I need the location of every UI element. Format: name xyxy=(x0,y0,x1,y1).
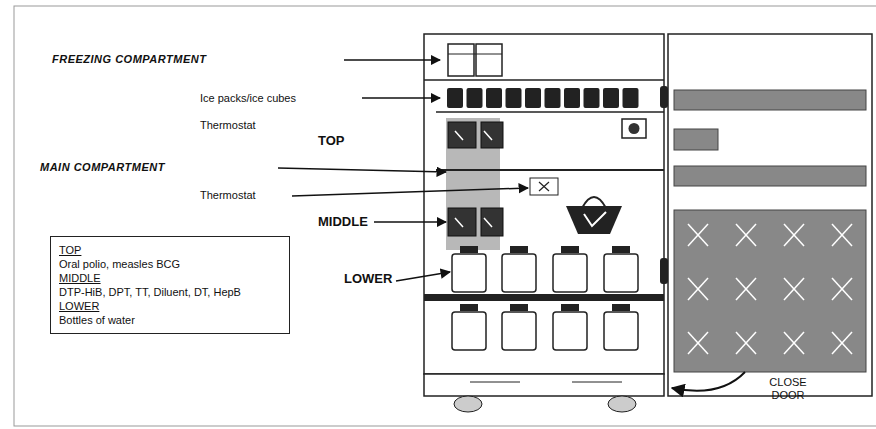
fridge-body xyxy=(424,34,664,374)
water-bottle xyxy=(553,304,587,350)
water-bottle xyxy=(502,304,536,350)
handle xyxy=(660,86,668,108)
legend-heading: TOP xyxy=(59,243,281,257)
shelf-label: TOP xyxy=(318,134,345,147)
door-shelf xyxy=(674,129,718,150)
ice-tray xyxy=(476,44,502,76)
ice-pack xyxy=(525,88,541,108)
door-shelf xyxy=(674,166,866,186)
close-arrow xyxy=(672,372,745,391)
legend-text: Oral polio, measles BCG xyxy=(59,257,281,271)
door-panel xyxy=(674,210,866,372)
ice-pack xyxy=(584,88,600,108)
compartment-label: MAIN COMPARTMENT xyxy=(40,161,165,174)
wheel xyxy=(454,396,482,412)
legend-heading: LOWER xyxy=(59,299,281,313)
door-shelf xyxy=(674,90,866,110)
water-bottle xyxy=(604,246,638,292)
legend-text: DTP-HiB, DPT, TT, Diluent, DT, HepB xyxy=(59,285,281,299)
handle xyxy=(660,258,668,284)
legend-box: TOPOral polio, measles BCGMIDDLEDTP-HiB,… xyxy=(50,236,290,334)
shelf-label: LOWER xyxy=(344,272,392,285)
legend-heading: MIDDLE xyxy=(59,271,281,285)
ice-pack xyxy=(467,88,483,108)
ice-pack xyxy=(506,88,522,108)
legend-text: Bottles of water xyxy=(59,313,281,327)
ice-pack xyxy=(486,88,502,108)
fridge-base xyxy=(424,374,664,396)
wheel xyxy=(608,396,636,412)
ice-tray xyxy=(448,44,474,76)
ice-pack xyxy=(447,88,463,108)
action-label: CLOSE DOOR xyxy=(760,376,816,402)
water-bottle xyxy=(604,304,638,350)
ice-pack xyxy=(603,88,619,108)
water-bottle xyxy=(452,304,486,350)
part-label: Thermostat xyxy=(200,189,256,202)
water-bottle xyxy=(553,246,587,292)
door xyxy=(668,34,872,396)
thermometer-icon xyxy=(622,119,646,138)
water-bottle xyxy=(452,246,486,292)
part-label: Ice packs/ice cubes xyxy=(200,92,296,105)
ice-pack xyxy=(564,88,580,108)
shelf-label: MIDDLE xyxy=(318,215,368,228)
part-label: Thermostat xyxy=(200,119,256,132)
ice-pack xyxy=(623,88,639,108)
frame xyxy=(14,6,876,426)
leader-lines xyxy=(278,60,528,281)
thermostat-box xyxy=(530,178,558,195)
water-bottle xyxy=(502,246,536,292)
compartment-label: FREEZING COMPARTMENT xyxy=(52,53,206,66)
ice-pack xyxy=(545,88,561,108)
